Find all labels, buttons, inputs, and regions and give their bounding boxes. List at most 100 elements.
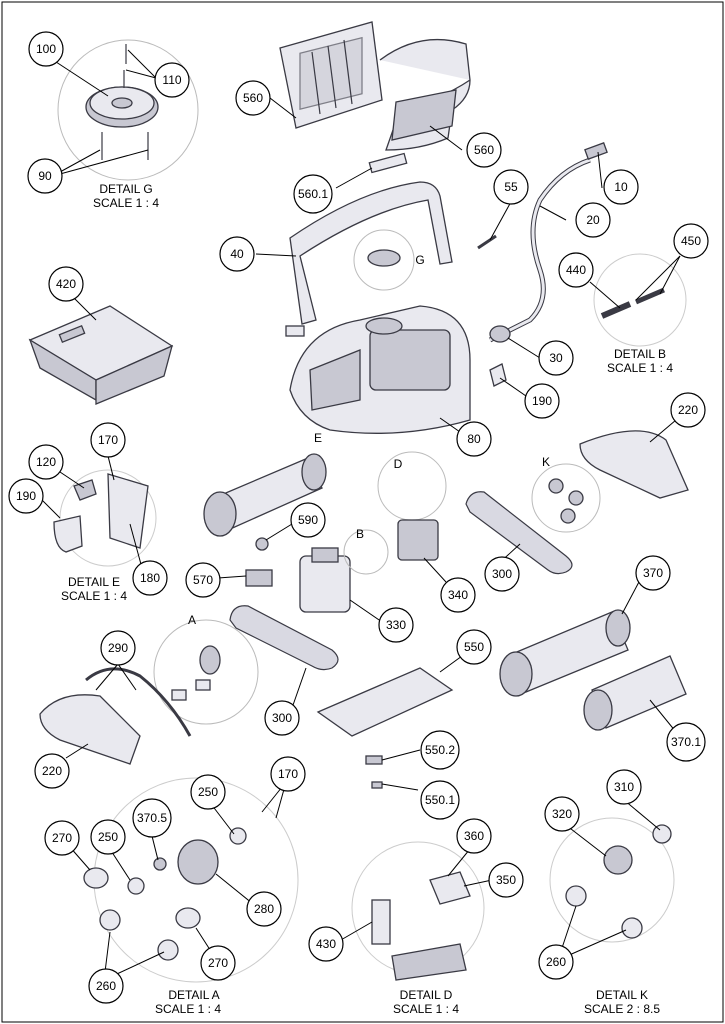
callout-350: 350 [488, 862, 524, 898]
roller-sleeve-370-1 [583, 655, 687, 731]
detail-letter-b: B [356, 527, 364, 541]
svg-text:590: 590 [298, 513, 318, 527]
detail-letter-d: D [394, 457, 403, 471]
callout-370: 370 [635, 555, 671, 591]
screw-55 [477, 234, 497, 250]
callout-270-a-right: 270 [200, 945, 236, 981]
svg-text:170: 170 [98, 433, 118, 447]
detail-letter-g: G [415, 253, 424, 267]
part-illustrations [28, 21, 689, 983]
svg-text:430: 430 [316, 937, 336, 951]
svg-text:190: 190 [532, 394, 552, 408]
svg-text:10: 10 [614, 180, 628, 194]
callout-30: 30 [538, 340, 574, 376]
svg-text:300: 300 [492, 567, 512, 581]
svg-text:55: 55 [504, 180, 518, 194]
detail-b-ring [593, 253, 687, 347]
callout-120: 120 [28, 444, 64, 480]
callout-550-2: 550.2 [420, 730, 460, 770]
callout-190-e: 190 [8, 478, 44, 514]
callout-560-1: 560.1 [293, 174, 333, 214]
svg-text:450: 450 [681, 234, 701, 248]
bolt-detail [285, 325, 305, 337]
callout-250-a-top: 250 [190, 774, 226, 810]
detail-a-title: DETAIL A [168, 988, 219, 1002]
svg-text:250: 250 [98, 830, 118, 844]
detail-d-scale: SCALE 1 : 4 [393, 1002, 459, 1016]
callout-260-k: 260 [538, 944, 574, 980]
detail-d-parts [351, 841, 485, 981]
detail-a-parts [83, 777, 299, 983]
detail-k-title: DETAIL K [596, 988, 648, 1002]
svg-text:100: 100 [36, 42, 56, 56]
callout-430: 430 [308, 926, 344, 962]
svg-text:40: 40 [230, 247, 244, 261]
detail-g-impeller-cover [57, 39, 199, 181]
clip-190 [489, 363, 507, 387]
callout-100: 100 [28, 31, 64, 67]
belt-290 [85, 667, 192, 737]
svg-text:560: 560 [474, 143, 494, 157]
svg-text:560.1: 560.1 [298, 187, 328, 201]
svg-text:550: 550 [464, 640, 484, 654]
callout-300-lower: 300 [264, 700, 300, 736]
callout-220-right: 220 [670, 392, 706, 428]
callout-290: 290 [100, 630, 136, 666]
svg-text:120: 120 [36, 455, 56, 469]
callout-570: 570 [185, 562, 221, 598]
svg-text:550.2: 550.2 [425, 743, 455, 757]
robot-main-body [289, 305, 471, 434]
detail-letter-e: E [314, 431, 322, 445]
filter-panel-right [379, 38, 471, 151]
callout-20: 20 [575, 202, 611, 238]
detail-b-scale: SCALE 1 : 4 [607, 361, 673, 375]
callout-560-left: 560 [235, 80, 271, 116]
svg-text:20: 20 [586, 213, 600, 227]
callout-560-right: 560 [466, 132, 502, 168]
callout-10: 10 [603, 169, 639, 205]
svg-text:370: 370 [643, 566, 663, 580]
detail-d-title: DETAIL D [400, 988, 453, 1002]
detail-letters: G E D K B A [188, 253, 550, 627]
side-cover-left [39, 694, 141, 765]
detail-a-marker [153, 619, 259, 725]
callout-310: 310 [606, 769, 642, 805]
detail-b-title: DETAIL B [614, 347, 666, 361]
callout-80: 80 [456, 421, 492, 457]
detail-e-scale: SCALE 1 : 4 [61, 589, 127, 603]
callouts: 100 110 90 560 560 560.1 10 55 20 40 450… [8, 31, 709, 1004]
svg-text:570: 570 [193, 573, 213, 587]
cable-connector [584, 142, 608, 160]
svg-text:250: 250 [198, 785, 218, 799]
callout-190-main: 190 [524, 383, 560, 419]
callout-250-a-left: 250 [90, 819, 126, 855]
callout-55: 55 [493, 169, 529, 205]
svg-text:260: 260 [96, 979, 116, 993]
part-550-2 [365, 755, 383, 765]
leader-lines [39, 49, 681, 981]
detail-e [53, 469, 157, 567]
callout-40: 40 [219, 236, 255, 272]
pin-450 [635, 287, 665, 305]
swivel-30 [489, 325, 511, 343]
control-box [28, 305, 174, 405]
callout-340: 340 [440, 577, 476, 613]
callout-420: 420 [48, 266, 84, 302]
callout-90: 90 [27, 158, 63, 194]
svg-text:320: 320 [552, 807, 572, 821]
detail-e-title: DETAIL E [68, 575, 120, 589]
svg-text:190: 190 [16, 489, 36, 503]
callout-330: 330 [378, 607, 414, 643]
callout-300-upper: 300 [484, 556, 520, 592]
svg-text:300: 300 [272, 711, 292, 725]
detail-g-scale: SCALE 1 : 4 [93, 196, 159, 210]
svg-text:90: 90 [38, 169, 52, 183]
pin-440 [600, 301, 632, 319]
callout-370-5: 370.5 [132, 798, 172, 838]
detail-k-parts [549, 817, 675, 943]
svg-text:220: 220 [42, 764, 62, 778]
part-550-1 [371, 781, 383, 789]
callout-280: 280 [246, 891, 282, 927]
callout-170-e: 170 [90, 422, 126, 458]
